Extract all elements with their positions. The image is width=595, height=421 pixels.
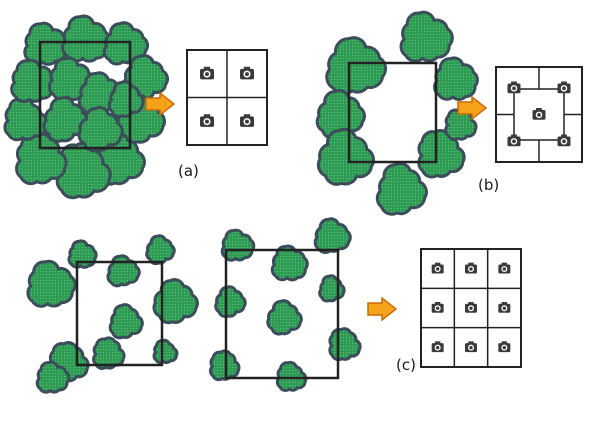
tree-canopy-icon [107,80,145,119]
panel-c-arrow [367,296,398,322]
camera-icon [240,66,254,80]
tree-canopy-icon [23,21,70,67]
tree-canopy-icon [328,327,362,362]
tree-canopy-icon [313,217,352,254]
camera-icon [498,341,511,353]
tree-canopy-icon [152,338,179,365]
camera-icon [557,81,571,94]
arrow-right-icon [367,296,398,322]
tree-canopy-icon [266,299,303,336]
panel-a-arrow [145,91,176,117]
tree-canopy-icon [10,58,57,103]
tree-canopy-icon [399,10,454,63]
camera-icon [431,262,444,274]
tree-canopy-icon [106,254,141,288]
tree-canopy-icon [318,274,346,303]
panel-b-label: (b) [478,176,499,194]
camera-icon [557,134,571,147]
panel-c-label: (c) [396,356,416,374]
tree-canopy-icon [92,336,126,370]
panel-b-arrow [457,95,488,121]
camera-icon [507,81,521,94]
tree-canopy-icon [325,36,388,96]
panel-b-canopy [315,10,479,216]
tree-canopy-icon [433,56,479,101]
panel-c-grid [420,248,522,368]
camera-icon [498,262,511,274]
camera-icon [240,114,254,127]
tree-canopy-icon [42,96,89,143]
camera-icon [200,66,214,80]
tree-canopy-icon [275,360,308,392]
tree-canopy-icon [208,349,241,382]
tree-canopy-icon [108,303,144,340]
panel-b-sample-frame [347,61,438,164]
camera-icon [507,134,521,147]
camera-icon [200,114,214,127]
panel-a-grid [186,49,268,146]
panel-c-sample-frame-left [75,260,164,367]
tree-canopy-icon [316,127,376,186]
panel-b-grid [495,66,583,163]
camera-icon [498,302,511,313]
camera-icon [465,341,477,353]
tree-canopy-icon [270,244,309,282]
tree-canopy-icon [417,129,466,179]
panel-a-canopy [3,14,169,200]
camera-icon [532,108,546,120]
tree-canopy-icon [67,239,98,269]
camera-icon [431,341,444,353]
camera-icon [431,302,444,313]
panel-a-label: (a) [178,162,199,180]
tree-canopy-icon [26,259,77,308]
arrow-right-icon [145,91,176,117]
tree-canopy-icon [152,278,199,325]
tree-canopy-icon [61,14,111,63]
tree-canopy-icon [35,360,71,394]
arrow-right-icon [457,95,488,121]
tree-canopy-icon [145,234,176,266]
camera-icon [465,302,477,313]
tree-canopy-icon [375,161,428,216]
tree-canopy-icon [214,285,247,319]
tree-canopy-icon [220,228,256,262]
panel-a-sample-frame [38,40,132,150]
tree-canopy-icon [444,107,478,141]
panel-c-canopy-left [26,234,199,394]
panel-c-sample-frame-right [224,248,340,380]
camera-icon [465,262,477,274]
